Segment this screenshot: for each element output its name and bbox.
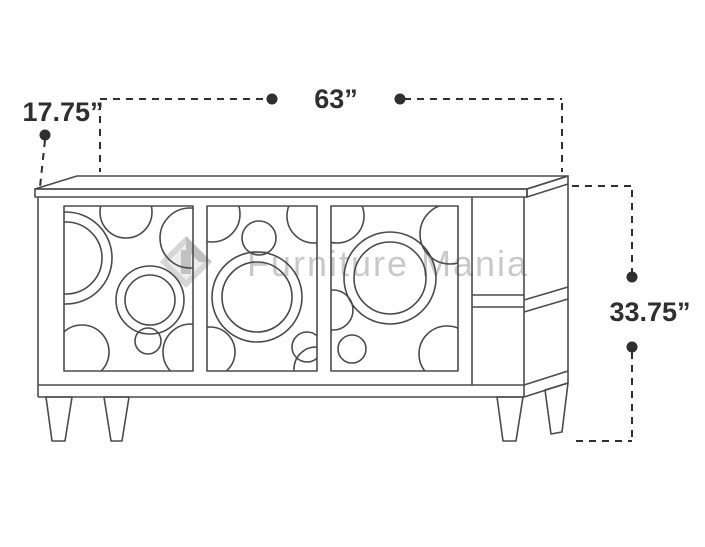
dimension-endpoint-dot	[394, 93, 406, 105]
door-center	[206, 205, 318, 372]
door-right-circle-pattern	[331, 206, 458, 371]
watermark-text: Furniture Mania	[247, 243, 529, 284]
furniture-mania-logo-icon	[160, 236, 212, 288]
door-left	[63, 205, 194, 372]
width-dimension	[99, 98, 563, 172]
dimension-endpoint-dot	[626, 341, 638, 353]
height-dimension	[572, 185, 633, 442]
cabinet-legs	[45, 382, 569, 442]
height-dimension-label: 33.75”	[609, 297, 690, 327]
depth-dimension-label: 17.75”	[22, 97, 103, 127]
depth-dimension	[39, 139, 46, 188]
dimension-endpoint-dot	[39, 129, 51, 141]
cabinet-front	[37, 197, 525, 398]
width-dimension-label: 63”	[314, 84, 358, 114]
door-left-circle-pattern	[64, 206, 193, 371]
dimension-endpoint-dot	[626, 271, 638, 283]
cabinet-drawing	[34, 175, 569, 442]
door-center-circle-pattern	[207, 206, 317, 371]
dimension-endpoint-dot	[266, 93, 278, 105]
cabinet-top	[34, 175, 569, 198]
door-right	[330, 205, 459, 372]
cabinet-side	[523, 184, 569, 398]
